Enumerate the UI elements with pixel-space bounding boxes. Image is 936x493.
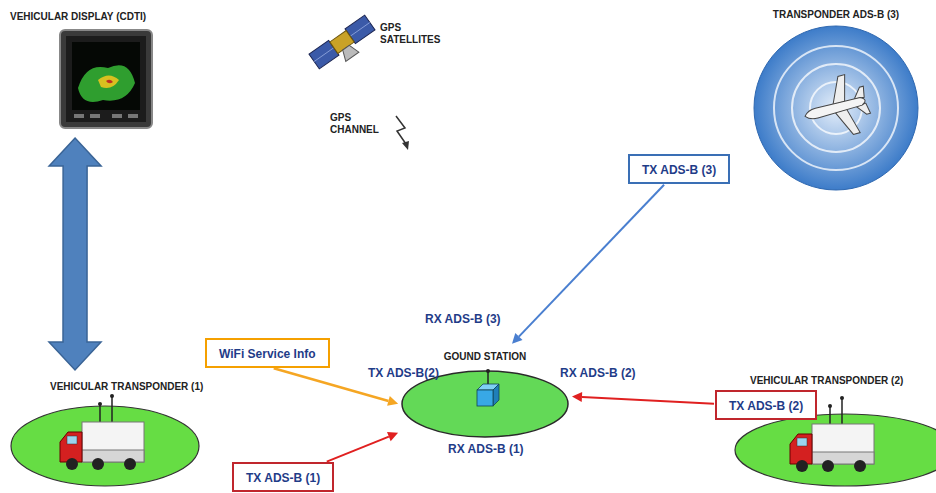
signal-label: TX ADS-B(2) [368,366,439,380]
drawing-ellipse [735,414,936,486]
drawing-rect [82,422,144,462]
node-heading: VEHICULAR DISPLAY (CDTI) [8,6,198,24]
circle-art [740,24,932,192]
tx-box: TX ADS-B (3) [628,154,730,184]
drawing-ellipse [11,406,199,486]
drawing-polygon [493,384,499,406]
drawing-rect [90,114,100,118]
drawing-line [582,397,714,404]
drawing-circle [792,64,880,152]
drawing-circle [796,460,808,472]
drawing-line [350,22,370,36]
drawing-line [327,437,389,462]
drawing-rect [72,42,140,110]
drawing-line [829,406,831,424]
display-figure: VEHICULAR DISPLAY (CDTI) [8,6,198,130]
drawing-line [519,185,664,337]
drawing-path [339,43,358,61]
vehicle-transponder: VEHICULAR TRANSPONDER (1) [10,378,270,488]
truck1-art [10,404,270,488]
drawing-rect [812,424,874,464]
drawing-polyline [396,116,406,144]
transponder-circle: TRANSPONDER ADS-B (3) [740,4,932,192]
drawing-rect [82,450,144,462]
drawing-rect [60,30,152,128]
node-heading: TRANSPONDER ADS-B (3) [740,4,932,22]
drawing-polygon [572,392,582,402]
box-label: TX ADS-B (1) [246,471,320,485]
drawing-circle [124,458,136,470]
drawing-circle [486,369,490,373]
drawing-circle [98,402,102,406]
drawing-line [111,396,113,422]
wifi-box: WiFi Service Info [205,338,330,368]
drawing-rect [66,36,146,122]
node-heading: VEHICULAR TRANSPONDER (1) [10,378,270,394]
signal-label: RX ADS-B (3) [425,312,501,326]
drawing-path [790,434,812,464]
drawing-rect [112,114,122,118]
drawing-rect [67,436,77,444]
signal-label: RX ADS-B (1) [448,442,524,456]
drawing-circle [828,404,832,408]
figure-caption: GPS CHANNEL [330,112,392,136]
node-heading: VEHICULAR TRANSPONDER (2) [730,372,936,388]
tx-box: TX ADS-B (2) [715,390,817,420]
drawing-rect [74,114,84,118]
truck-icon [60,394,144,470]
signal-arrow [512,185,664,344]
drawing-circle [840,396,844,400]
drawing-path [60,432,82,462]
drawing-polygon [387,396,398,406]
airplane-icon [797,71,874,146]
ground-station: GOUND STATION [400,346,570,440]
signal-arrow [572,392,714,404]
box-label: WiFi Service Info [219,347,316,361]
gps-satellite [309,15,380,76]
drawing-rect [797,438,807,446]
drawing-circle [754,26,918,190]
drawing-line [841,398,843,424]
drawing-polygon [49,138,101,370]
drawing-path [804,95,866,121]
drawing-path [78,65,135,102]
drawing-circle [854,460,866,472]
drawing-polygon [512,333,523,344]
drawing-path [106,80,113,84]
gps-channel-bolt [396,116,409,150]
double-arrow [49,138,101,370]
drawing-circle [66,458,78,470]
box-label: TX ADS-B (3) [642,163,716,177]
drawing-line [99,404,101,422]
drawing-rect [128,114,138,118]
signal-label: RX ADS-B (2) [560,366,636,380]
drawing-rect [812,452,874,464]
drawing-circle [774,46,898,170]
drawing-circle [92,458,104,470]
drawing-circle [822,460,834,472]
figure-caption: GPS SATELLITES [380,22,460,46]
node-heading: GOUND STATION [400,346,570,364]
box-label: TX ADS-B (2) [729,399,803,413]
drawing-line [314,48,334,62]
signal-arrow [327,432,398,462]
drawing-polygon [387,432,398,441]
drawing-ellipse [402,371,568,437]
drawing-path [98,76,119,89]
tx-box: TX ADS-B (1) [232,462,334,492]
display-art [8,28,198,130]
drawing-circle [110,394,114,398]
truck2-art [730,412,936,490]
drawing-rect [477,390,493,406]
drawing-polygon [402,141,409,150]
